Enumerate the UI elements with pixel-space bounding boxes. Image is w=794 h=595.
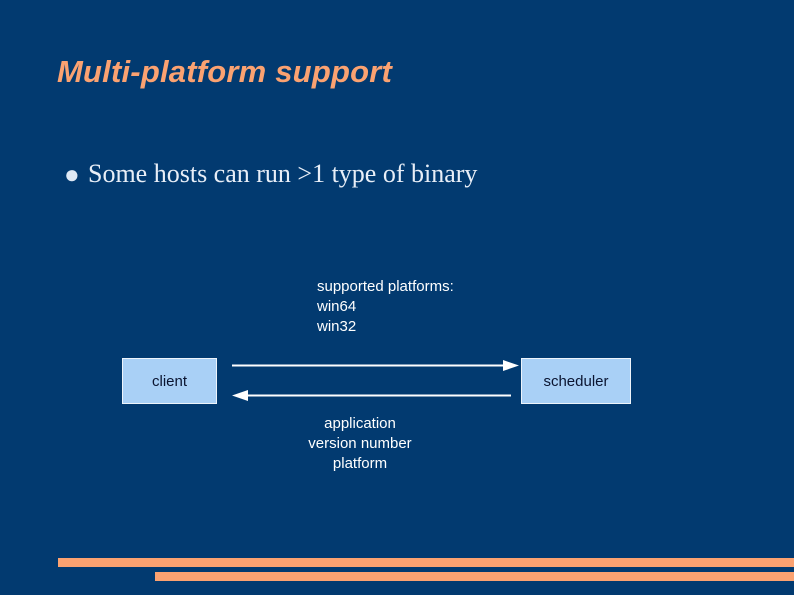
bullet-item-label: Some hosts can run >1 type of binary xyxy=(88,159,478,188)
bullet-list: ● Some hosts can run >1 type of binary xyxy=(60,155,750,199)
diagram-node-client[interactable]: client xyxy=(122,358,217,404)
diagram-node-scheduler-label: scheduler xyxy=(543,372,609,390)
diagram-node-scheduler[interactable]: scheduler xyxy=(521,358,631,404)
bar-lower xyxy=(155,572,794,581)
list-item: ● Some hosts can run >1 type of binary xyxy=(60,155,750,193)
diagram-label-supported-platforms: supported platforms: win64 win32 xyxy=(317,278,454,335)
bullet-marker-icon: ● xyxy=(64,159,80,189)
diagram-label-application-request: application version number platform xyxy=(308,415,412,472)
arrow-client-to-scheduler xyxy=(232,360,519,371)
arrow-scheduler-to-client xyxy=(232,390,511,401)
diagram-node-client-label: client xyxy=(151,372,188,390)
page-title: Multi-platform support xyxy=(57,54,393,89)
bar-upper xyxy=(58,558,794,567)
